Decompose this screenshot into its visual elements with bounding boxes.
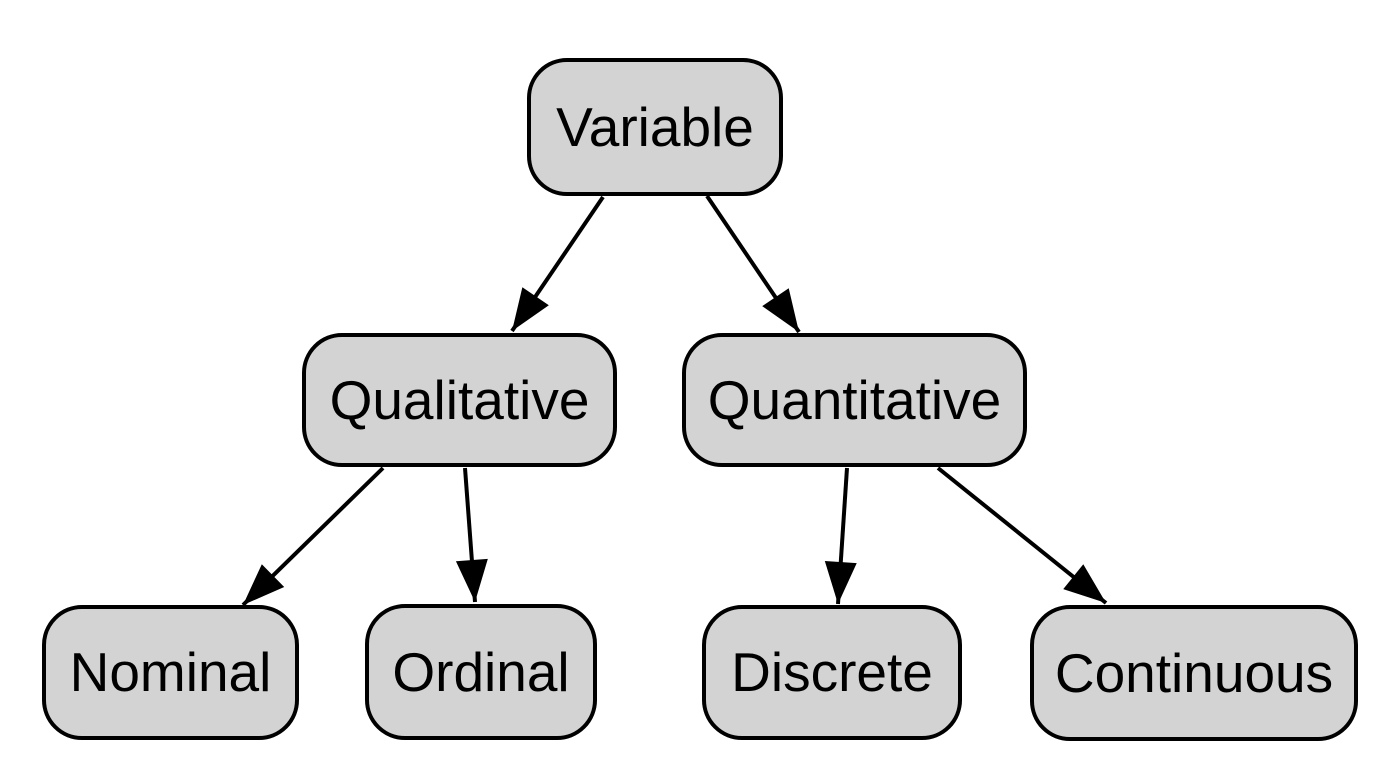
edge-qualitative-ordinal [455,467,488,603]
edge-variable-quantitative [705,194,801,334]
node-qualitative-label: Qualitative [329,368,590,431]
node-ordinal: Ordinal [365,604,597,740]
node-quantitative: Quantitative [682,333,1027,467]
edge-qualitative-nominal [241,466,385,607]
node-quantitative-label: Quantitative [707,368,1002,431]
node-discrete: Discrete [702,605,962,740]
node-qualitative: Qualitative [302,333,617,467]
node-continuous: Continuous [1030,605,1358,741]
node-continuous-label: Continuous [1054,641,1334,704]
edge-quantitative-discrete [824,467,857,605]
node-nominal-label: Nominal [69,641,272,703]
node-variable-label: Variable [556,95,754,158]
node-ordinal-label: Ordinal [392,640,570,703]
node-variable: Variable [527,58,783,196]
edge-quantitative-continuous [936,466,1108,605]
edge-variable-qualitative [510,195,605,333]
node-discrete-label: Discrete [731,641,933,703]
node-nominal: Nominal [42,605,299,740]
